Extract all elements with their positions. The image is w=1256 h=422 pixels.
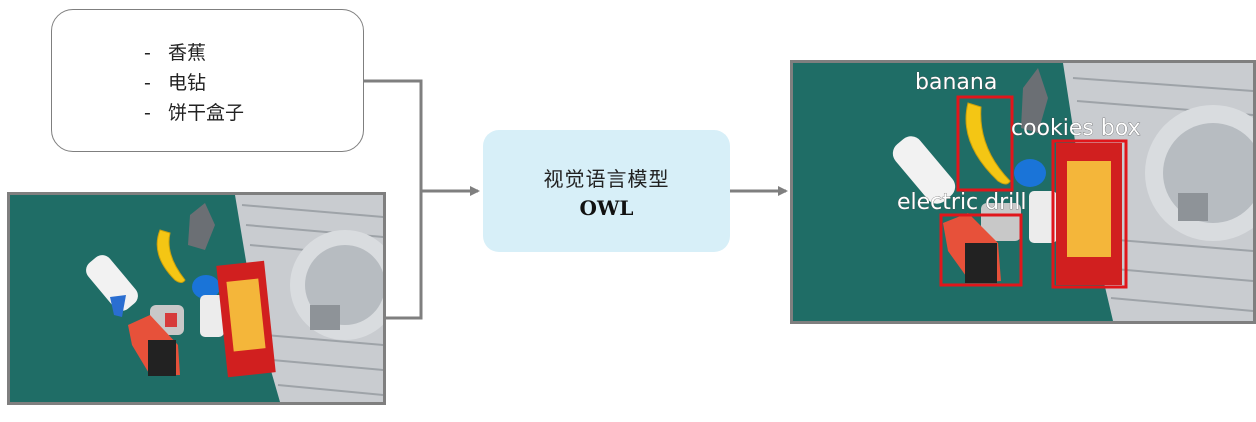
banana-label: banana	[915, 70, 997, 95]
model-name: OWL	[579, 195, 634, 220]
query-item-label: 电钻	[168, 72, 207, 94]
object-query-list: -香蕉 -电钻 -饼干盒子	[144, 38, 244, 128]
vlm-model-box: 视觉语言模型 OWL	[483, 130, 730, 252]
cookies-box-label: cookies box	[1011, 116, 1141, 141]
drill-label: electric drill	[897, 190, 1027, 215]
cookies-box-detection-box	[1051, 139, 1128, 289]
input-scene-image	[7, 192, 386, 405]
image-connector	[386, 191, 423, 320]
banana-detection-box	[956, 95, 1014, 192]
model-title: 视觉语言模型	[543, 166, 670, 191]
query-item: -香蕉	[144, 42, 207, 64]
text-prompt-box: -香蕉 -电钻 -饼干盒子	[51, 9, 364, 152]
query-item-label: 饼干盒子	[168, 102, 245, 124]
drill-detection-box	[939, 213, 1023, 287]
query-item: -饼干盒子	[144, 102, 245, 124]
output-detection-image: banana electric drill cookies box	[790, 60, 1256, 324]
query-item: -电钻	[144, 72, 207, 94]
query-item-label: 香蕉	[168, 42, 207, 64]
prompt-connector	[364, 79, 423, 191]
